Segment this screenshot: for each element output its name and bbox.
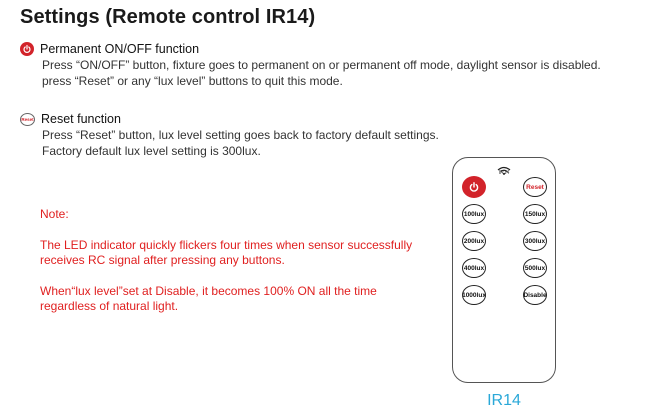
reset-line-1: Press “Reset” button, lux level setting … — [42, 128, 439, 142]
page-title: Settings (Remote control IR14) — [20, 6, 316, 28]
lux-1000-button[interactable]: 1000lux — [462, 285, 486, 305]
permanent-line-2: press “Reset” or any “lux level” buttons… — [42, 74, 343, 88]
remote-control-illustration: IR14 Reset 100lux 150lux 200lux 300lux 4… — [452, 157, 556, 383]
lux-500-button[interactable]: 500lux — [523, 258, 547, 278]
reset-line-2: Factory default lux level setting is 300… — [42, 144, 261, 158]
note-paragraph-1: The LED indicator quickly flickers four … — [40, 237, 413, 268]
remote-caption: IR14 — [487, 392, 521, 409]
reset-section: Reset Reset function Press “Reset” butto… — [20, 111, 439, 159]
permanent-section: Permanent ON/OFF function Press “ON/OFF”… — [20, 41, 601, 89]
lux-300-button[interactable]: 300lux — [523, 231, 547, 251]
note-paragraph-2: When“lux level”set at Disable, it become… — [40, 283, 377, 314]
remote-model-label: IR14 — [498, 170, 510, 176]
power-button[interactable] — [462, 176, 486, 198]
reset-icon: Reset — [20, 112, 35, 126]
reset-heading: Reset function — [41, 112, 121, 126]
permanent-line-1: Press “ON/OFF” button, fixture goes to p… — [42, 58, 601, 72]
reset-button[interactable]: Reset — [523, 177, 547, 197]
lux-150-button[interactable]: 150lux — [523, 204, 547, 224]
lux-400-button[interactable]: 400lux — [462, 258, 486, 278]
wifi-icon — [496, 162, 512, 180]
power-icon — [469, 182, 479, 192]
disable-button[interactable]: Disable — [523, 285, 547, 305]
note-label: Note: — [40, 207, 69, 221]
notes-block: Note: The LED indicator quickly flickers… — [40, 207, 420, 315]
lux-200-button[interactable]: 200lux — [462, 231, 486, 251]
lux-100-button[interactable]: 100lux — [462, 204, 486, 224]
permanent-heading: Permanent ON/OFF function — [40, 42, 200, 56]
power-icon — [20, 42, 34, 56]
